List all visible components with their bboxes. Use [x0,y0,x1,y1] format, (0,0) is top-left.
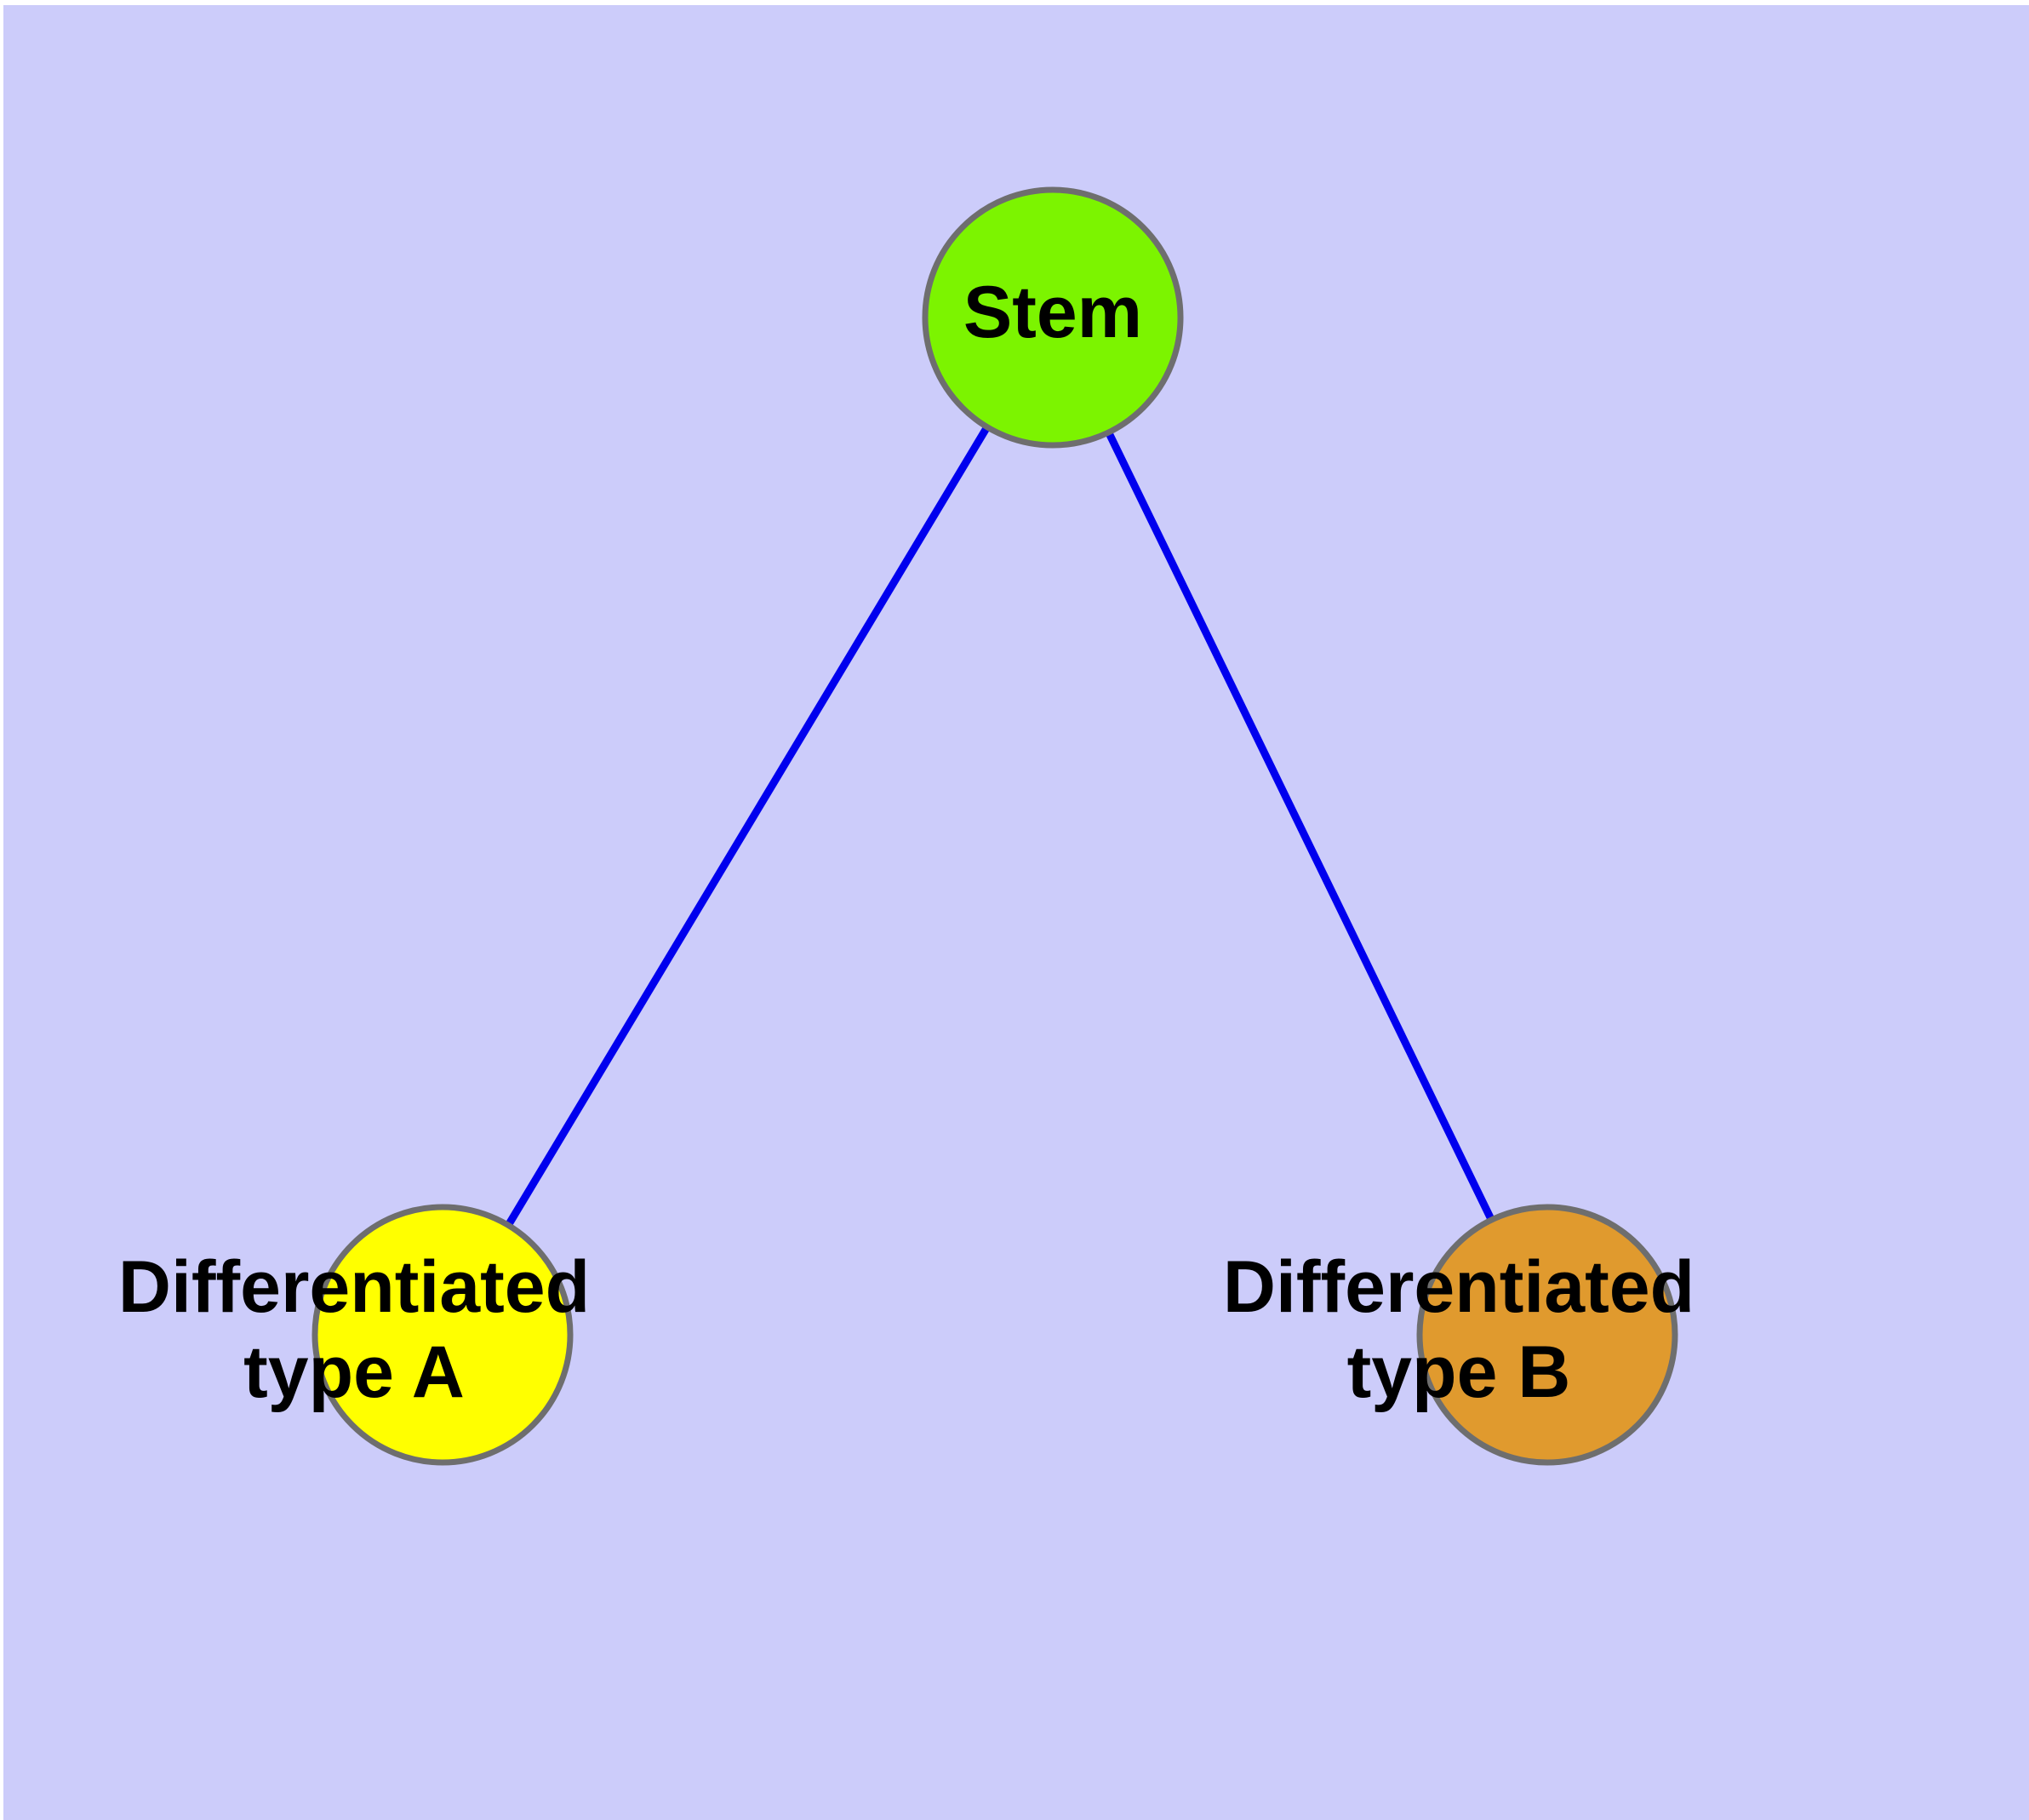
node-label-line: type B [1347,1331,1571,1413]
node-differentiated-type-b-circle[interactable] [1416,1204,1678,1466]
edges-group [439,315,1552,1337]
node-stem-circle[interactable] [922,186,1184,449]
node-stem-label: Stem [963,272,1142,353]
node-label-line: Differentiated [1223,1246,1695,1328]
node-stem[interactable]: Stem [922,186,1184,449]
node-differentiated-type-a-circle[interactable] [311,1204,574,1466]
node-label-line: type A [243,1331,465,1413]
node-label-line: Differentiated [118,1246,590,1328]
node-label-line: Stem [963,272,1142,353]
edge-stem-to-differentiated-type-a[interactable] [439,315,1056,1337]
edge-stem-to-differentiated-type-b[interactable] [1049,316,1552,1336]
